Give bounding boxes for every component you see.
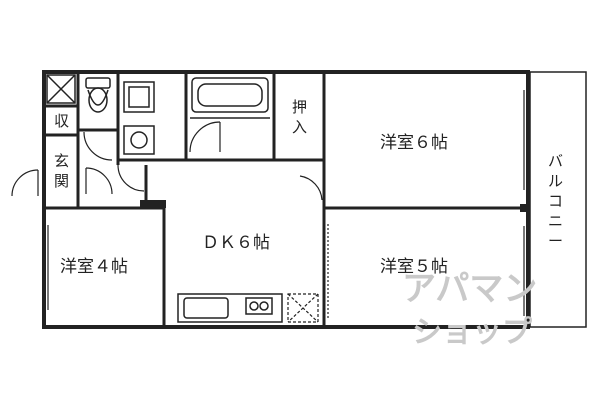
pipe-shaft bbox=[46, 74, 76, 104]
balcony-label-4: ニ bbox=[548, 212, 563, 230]
kitchen-counter bbox=[177, 293, 283, 323]
closet-label-1: 押 bbox=[292, 98, 307, 116]
balcony-label-3: コ bbox=[548, 192, 563, 210]
entrance-label-1: 玄 bbox=[54, 152, 69, 170]
watermark-line-1: アパマン bbox=[402, 269, 537, 309]
watermark-logo: アパマン ショップ bbox=[402, 269, 537, 350]
room-label-western-4: 洋室４帖 bbox=[60, 257, 128, 277]
bathtub-fixture bbox=[190, 77, 270, 119]
fridge-space bbox=[287, 293, 319, 323]
balcony-label-2: ル bbox=[548, 172, 563, 190]
wall-accents bbox=[140, 200, 530, 212]
entrance-label-2: 関 bbox=[54, 172, 69, 190]
room-label-western-5: 洋室５帖 bbox=[380, 257, 448, 277]
room-label-western-6: 洋室６帖 bbox=[380, 133, 448, 153]
watermark-line-2: ショップ bbox=[412, 315, 533, 350]
interior-walls bbox=[44, 72, 528, 327]
washbasin-fixture bbox=[123, 81, 155, 155]
outer-walls bbox=[42, 70, 530, 329]
storage-label: 収 bbox=[54, 112, 69, 130]
balcony-label-1: バ bbox=[548, 152, 563, 170]
room-label-dk-6: ＤＫ６帖 bbox=[202, 233, 270, 253]
balcony-label-5: ー bbox=[548, 232, 563, 250]
toilet-fixture bbox=[85, 77, 111, 113]
door-swings bbox=[11, 121, 323, 201]
closet-label-2: 入 bbox=[292, 118, 307, 136]
windows bbox=[47, 90, 525, 320]
balcony bbox=[529, 71, 587, 328]
